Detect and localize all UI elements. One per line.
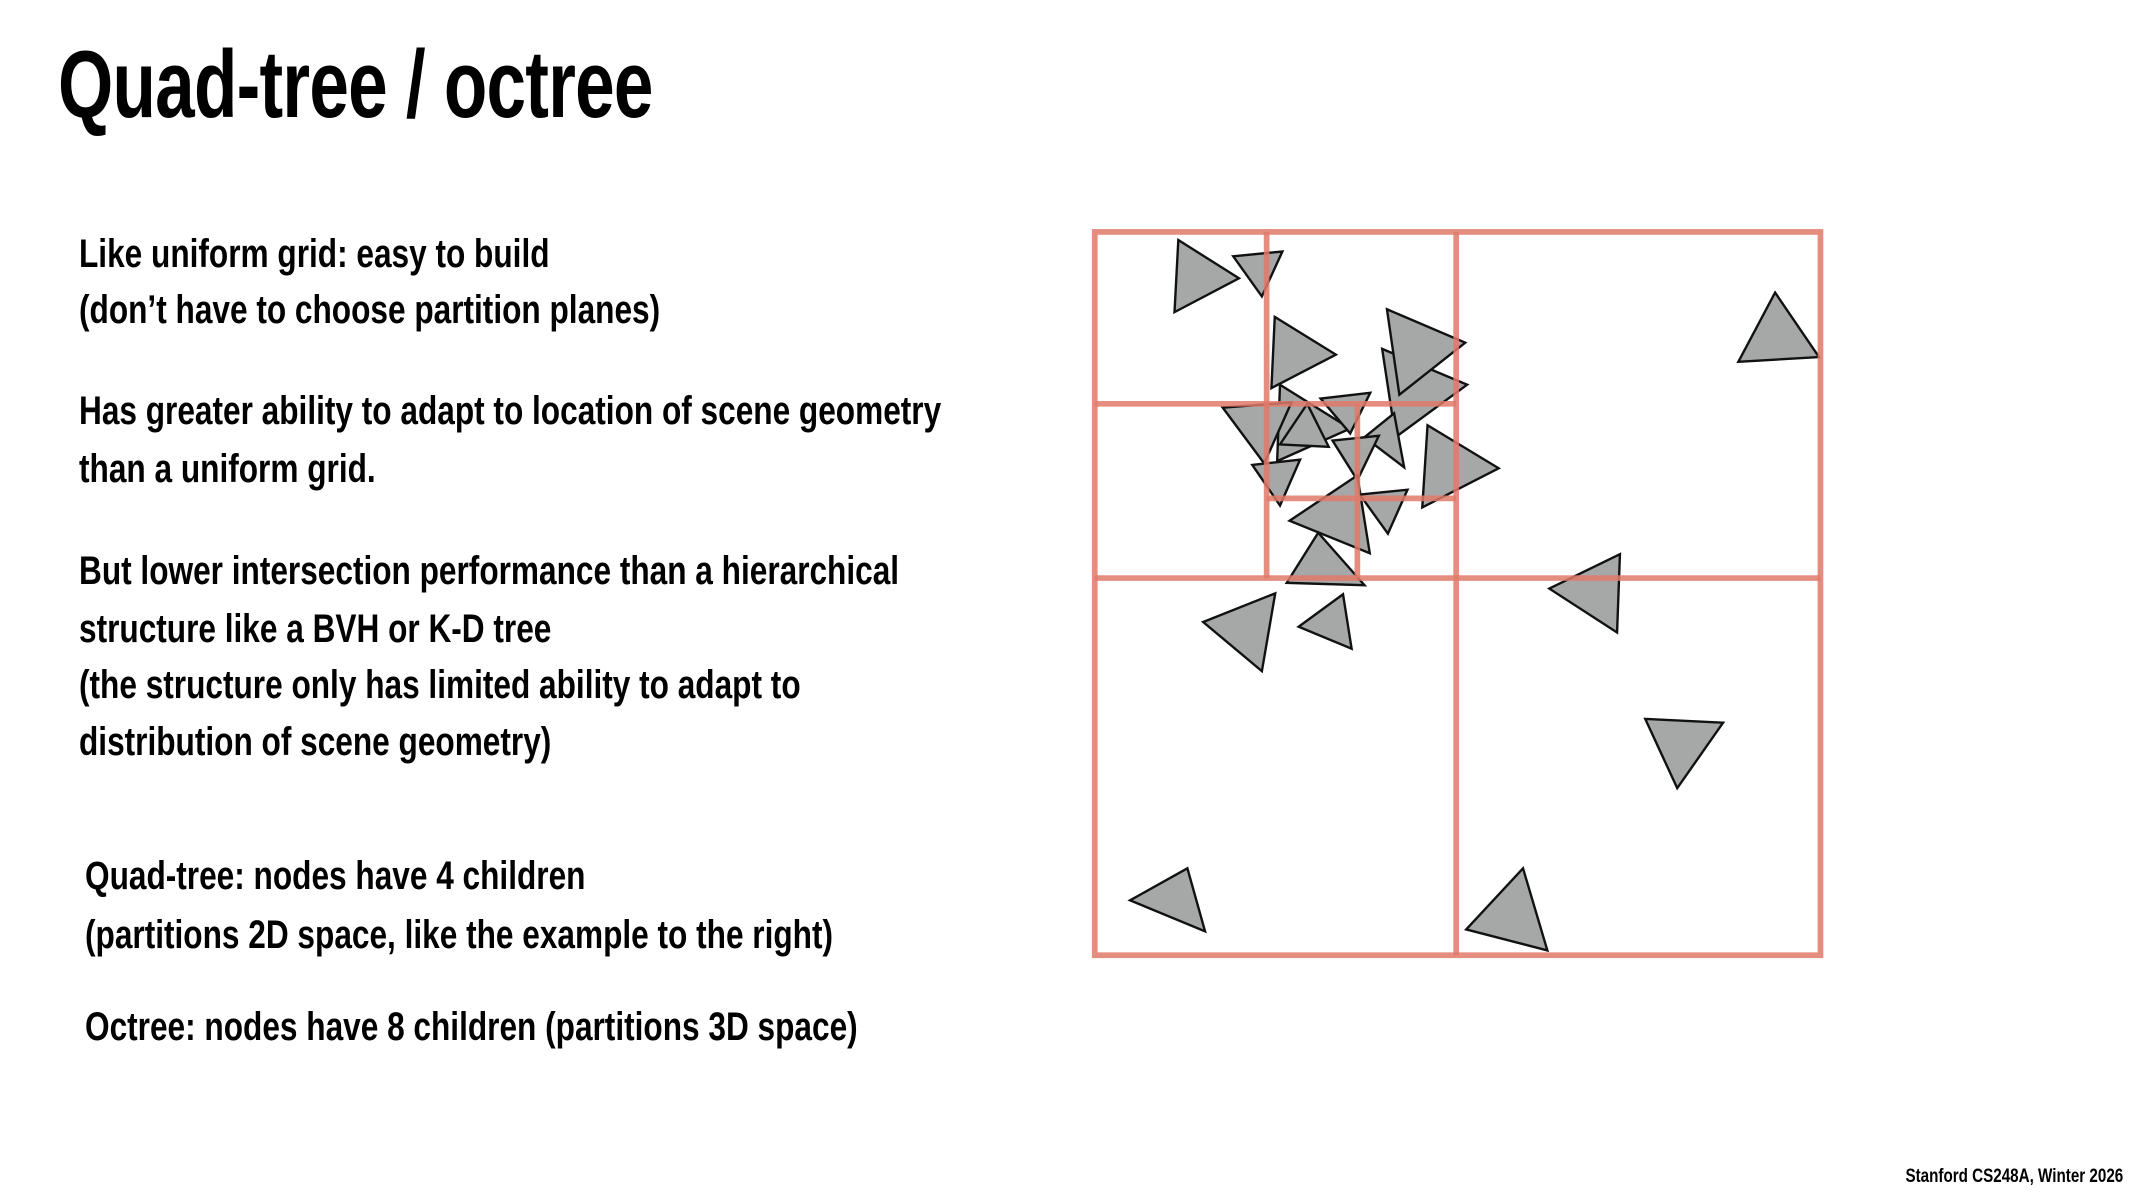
text-line: structure like a BVH or K-D tree — [79, 607, 552, 651]
triangle — [1546, 552, 1622, 635]
triangle — [1277, 401, 1331, 449]
footer-credit: Stanford CS248A, Winter 2026 — [1905, 1166, 2123, 1187]
text-line: Quad-tree: nodes have 4 children — [85, 854, 586, 898]
triangle — [1736, 290, 1822, 364]
text-line: But lower intersection performance than … — [79, 549, 900, 593]
triangle — [1643, 717, 1726, 791]
triangle — [1362, 411, 1406, 471]
triangle — [1127, 866, 1207, 934]
triangle — [1231, 250, 1285, 299]
text-line: (the structure only has limited ability … — [79, 663, 801, 707]
triangle — [1385, 307, 1468, 397]
text-line: distribution of scene geometry) — [79, 720, 552, 764]
triangle — [1200, 591, 1277, 674]
text-line: (partitions 2D space, like the example t… — [85, 913, 834, 957]
quadtree-diagram — [1091, 229, 1824, 959]
text-line: (don’t have to choose partition planes) — [79, 288, 661, 332]
triangle — [1420, 423, 1502, 510]
triangle — [1270, 314, 1339, 391]
text-line: than a uniform grid. — [79, 447, 376, 491]
triangle — [1284, 530, 1368, 587]
text-line: Has greater ability to adapt to location… — [79, 389, 942, 433]
text-line: Octree: nodes have 8 children (partition… — [85, 1005, 858, 1049]
text-line: Like uniform grid: easy to build — [79, 232, 550, 276]
triangle — [1463, 865, 1550, 953]
triangle — [1296, 592, 1354, 651]
triangle — [1173, 237, 1242, 315]
slide-title: Quad-tree / octree — [58, 31, 653, 138]
